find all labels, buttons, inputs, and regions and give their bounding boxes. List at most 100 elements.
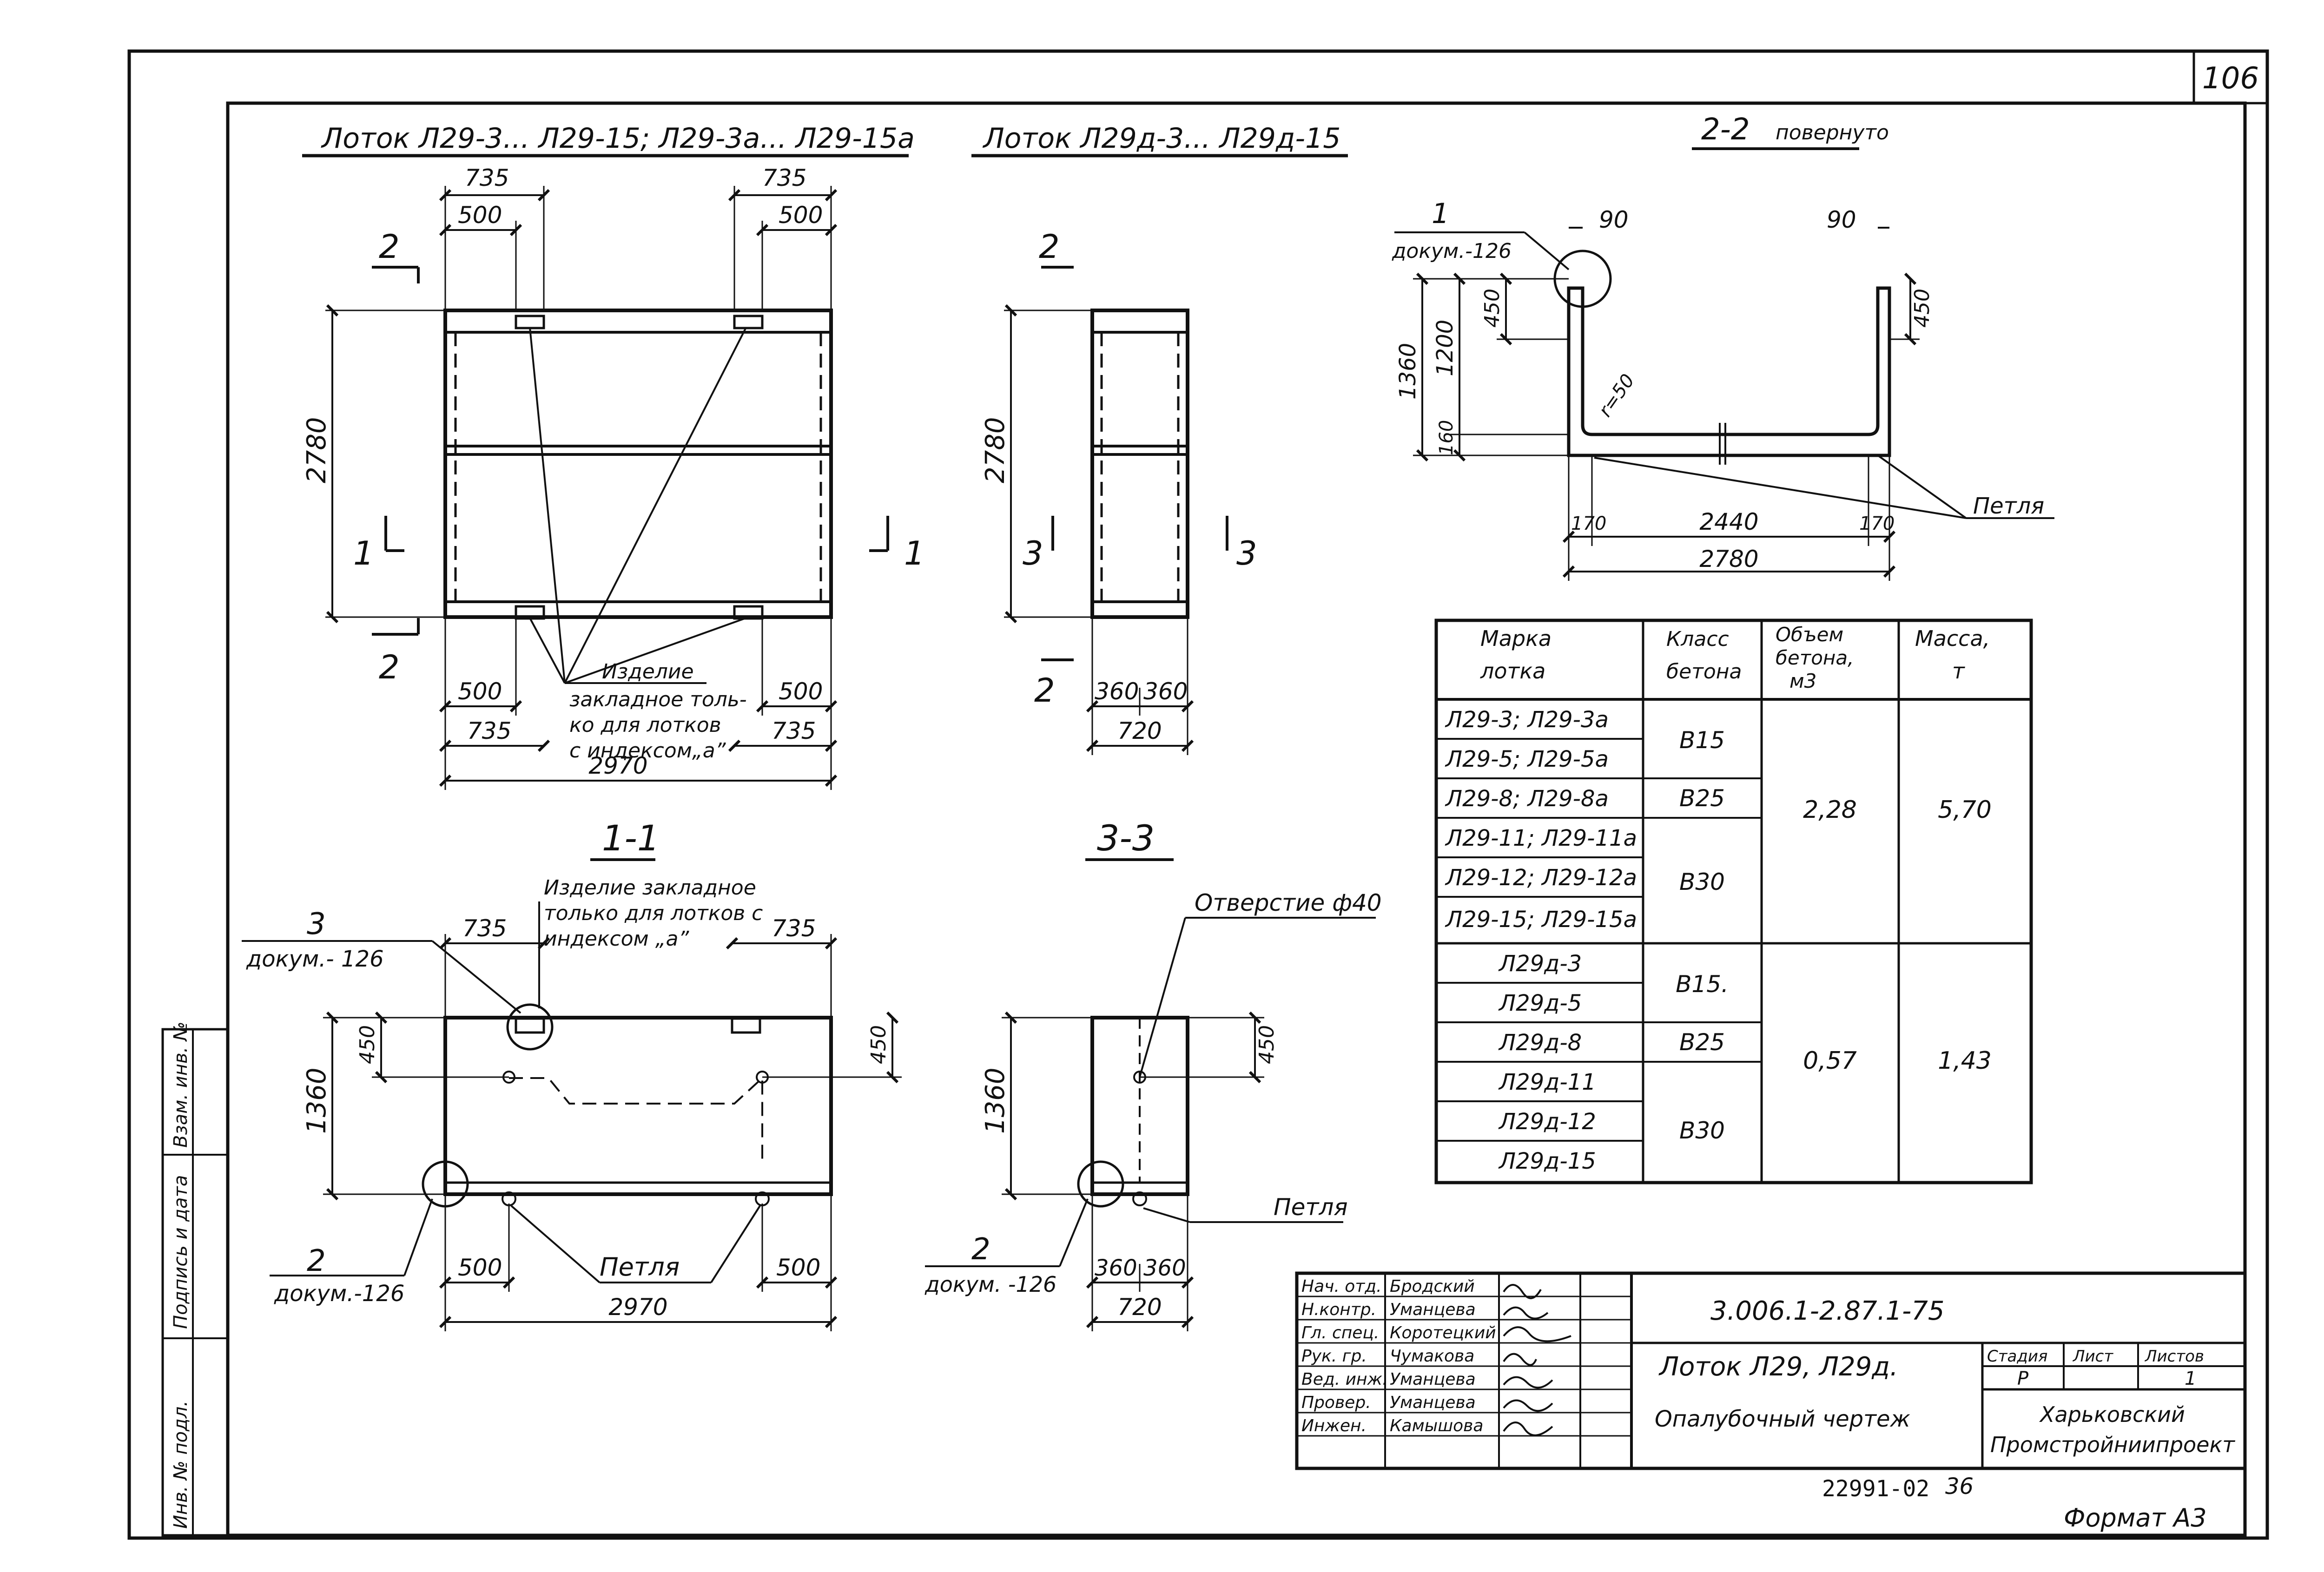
sec11-dim-top-right: 735 — [772, 915, 816, 942]
spec-mark-row-12: Л29д-15 — [1498, 1148, 1596, 1174]
sec11-dim-bottom-right: 500 — [776, 1254, 820, 1281]
sec22-dim-h-wall: 1200 — [1432, 320, 1458, 376]
spec-mark-row-5: Л29-12; Л29-12а — [1445, 865, 1637, 891]
tb-doc-code: 3.006.1-2.87.1-75 — [1710, 1296, 1945, 1326]
tb-role-4: Рук. гр. — [1301, 1347, 1367, 1366]
plan-d-view: Лоток Л29д-3... Л29д-15 2780 360 360 720… — [971, 122, 1348, 755]
tb-name-5: Уманцева — [1390, 1370, 1476, 1389]
plan-d-dim-height: 2780 — [980, 417, 1010, 483]
plan-a-note-4: с индексом„а” — [569, 739, 726, 763]
plan-d-title: Лоток Л29д-3... Л29д-15 — [983, 122, 1341, 155]
plan-d-dim-total: 720 — [1117, 717, 1162, 744]
spec-mark-row-6: Л29-15; Л29-15а — [1445, 907, 1637, 933]
footer-format: Формат А3 — [2064, 1503, 2207, 1533]
sec33-dim-half-left: 360 — [1095, 1255, 1137, 1281]
spec-hdr-mass-2: т — [1952, 658, 1965, 684]
signatures — [1503, 1284, 1571, 1436]
plan-a-dim-bottom-outer-right: 735 — [772, 717, 816, 744]
spec-hdr-vol-1: Объем — [1776, 623, 1843, 646]
spec-mass-1: 5,70 — [1938, 796, 1992, 824]
sec22-dim-side-left: 170 — [1571, 513, 1606, 534]
sec11-dim-h-part-right: 450 — [867, 1025, 891, 1064]
spec-mark-row-10: Л29д-11 — [1498, 1069, 1596, 1095]
spec-class-6: В30 — [1679, 1117, 1725, 1144]
tb-name-7: Камышова — [1390, 1416, 1483, 1435]
tb-role-5: Вед. инж. — [1301, 1370, 1387, 1389]
sec22-dim-wall-right: 90 — [1827, 206, 1856, 233]
spec-class-4: В15. — [1676, 971, 1729, 998]
sec11-dim-total: 2970 — [608, 1294, 667, 1321]
footer-sheet: 36 — [1945, 1473, 1974, 1500]
spec-hdr-mass-1: Масса, — [1915, 626, 1990, 651]
tb-name-3: Коротецкий — [1390, 1323, 1496, 1342]
plan-a-dim-bottom-inner-right: 500 — [779, 678, 823, 705]
section-2-2: 2-2 повернуто 1 докум.-126 90 90 1360 12… — [1392, 112, 2054, 581]
sec33-dim-height: 1360 — [980, 1067, 1010, 1134]
plan-a-dim-total: 2970 — [588, 752, 647, 779]
stamp-inv-no: Инв. № подл. — [170, 1401, 191, 1529]
sec22-dim-total: 2780 — [1699, 546, 1758, 572]
spec-hdr-vol-2: бетона, — [1776, 646, 1854, 669]
sec11-callout-ref: докум.- 126 — [246, 946, 384, 972]
sec22-title: 2-2 — [1701, 112, 1750, 147]
plan-a-title: Лоток Л29-3... Л29-15; Л29-3а... Л29-15а — [321, 122, 915, 155]
sec22-dim-h-total: 1360 — [1395, 343, 1421, 400]
plan-d-dim-half-left: 360 — [1095, 678, 1139, 705]
spec-hdr-class-2: бетона — [1666, 660, 1742, 684]
tb-name-1: Бродский — [1390, 1277, 1475, 1296]
spec-class-3: В30 — [1679, 868, 1725, 895]
plan-a-mark-left: 1 — [353, 534, 374, 572]
tb-drawing: Опалубочный чертеж — [1655, 1406, 1910, 1432]
plan-a-dim-top-inner: 500 — [458, 202, 502, 229]
sec11-dim-height: 1360 — [302, 1067, 332, 1134]
spec-class-1: В15 — [1679, 727, 1725, 754]
sec22-dim-side-right: 170 — [1859, 513, 1895, 534]
sec33-dim-h-part: 450 — [1255, 1025, 1279, 1064]
sec11-note-2: только для лотков с — [544, 901, 763, 925]
tb-org-1: Харьковский — [2039, 1402, 2185, 1427]
sec22-dim-inner: 2440 — [1699, 508, 1758, 535]
section-1-1: 1-1 3 докум.- 126 Изделие закладное толь… — [242, 817, 902, 1331]
tb-name-6: Уманцева — [1390, 1393, 1476, 1412]
plan-a-note-3: ко для лотков — [569, 713, 721, 737]
tb-stage-hdr-2: Лист — [2072, 1347, 2113, 1366]
sec22-subtitle: повернуто — [1776, 121, 1889, 145]
plan-d-mark-left: 3 — [1023, 534, 1043, 572]
section-3-3: 3-3 Отверстие ф40 1360 450 Петля 360 360… — [924, 817, 1382, 1331]
sec11-title: 1-1 — [602, 817, 660, 859]
sec11-note-3: индексом „а” — [544, 927, 689, 951]
plan-d-mark-bottom: 2 — [1034, 671, 1055, 710]
tb-role-6: Провер. — [1301, 1393, 1371, 1412]
sec22-dim-wall-left: 90 — [1599, 206, 1629, 233]
inner-frame — [226, 101, 2247, 1537]
spec-mark-row-9: Л29д-8 — [1498, 1030, 1582, 1056]
sec33-title: 3-3 — [1097, 817, 1155, 859]
plan-a-dim-height: 2780 — [302, 417, 332, 483]
plan-a-dim-top-outer-right: 735 — [762, 164, 806, 191]
tb-stage-hdr-1: Стадия — [1987, 1347, 2047, 1366]
plan-a-mark-top: 2 — [379, 228, 400, 266]
sec22-callout-ref: докум.-126 — [1392, 239, 1512, 263]
spec-mark-row-1: Л29-3; Л29-3а — [1445, 707, 1609, 733]
page-number-box — [2192, 50, 2269, 105]
sec11-loop-label: Петля — [600, 1252, 680, 1282]
sec22-loop-label: Петля — [1973, 493, 2044, 519]
sec33-loop-label: Петля — [1274, 1194, 1348, 1221]
plan-d-mark-right: 3 — [1236, 534, 1257, 572]
sec22-dim-h-part-left: 450 — [1480, 289, 1504, 328]
spec-hdr-mark-2: лотка — [1480, 658, 1545, 684]
tb-role-1: Нач. отд. — [1301, 1277, 1382, 1296]
spec-class-5: В25 — [1679, 1029, 1725, 1056]
sec11-dim-h-part-left: 450 — [356, 1025, 379, 1064]
sec22-dim-h-bottom: 160 — [1436, 420, 1457, 455]
tb-role-7: Инжен. — [1301, 1416, 1367, 1435]
tb-stage-hdr-3: Листов — [2144, 1347, 2204, 1366]
title-block: Нач. отд. Н.контр. Гл. спец. Рук. гр. Ве… — [1295, 1271, 2247, 1470]
spec-mark-row-8: Л29д-5 — [1498, 990, 1582, 1016]
tb-role-2: Н.контр. — [1301, 1300, 1376, 1319]
plan-a-dim-top-inner-right: 500 — [779, 202, 823, 229]
tb-name-2: Уманцева — [1390, 1300, 1476, 1319]
tb-stage-val-1: Р — [2017, 1368, 2029, 1389]
spec-mark-row-2: Л29-5; Л29-5а — [1445, 746, 1609, 772]
